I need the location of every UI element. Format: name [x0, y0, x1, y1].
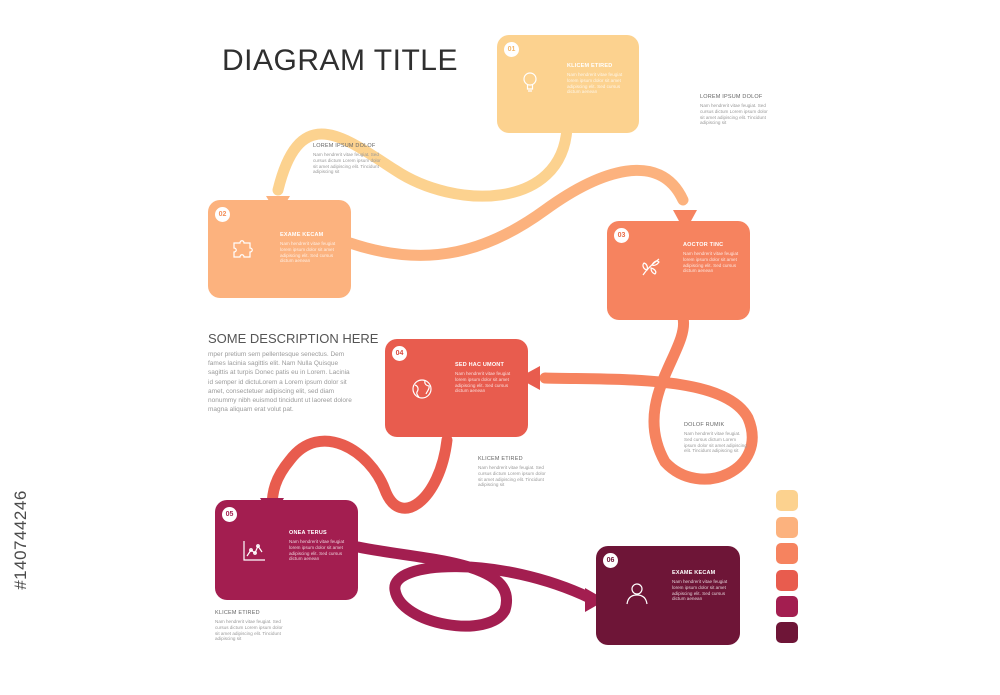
note-title: LOREM IPSUM DOLOF [700, 94, 763, 100]
step-box-06: 06 EXAME KECAM Nam hendrerit vitae feugi… [596, 546, 740, 645]
connector-01-02 [272, 122, 573, 202]
step-number: 04 [392, 346, 407, 361]
note-title: LOREM IPSUM DOLOF [313, 143, 376, 149]
step-title: EXAME KECAM [280, 232, 324, 238]
description-text: mper pretium sem pellentesque senectus. … [208, 351, 352, 414]
note-text: Nam hendrerit vitae feugiat. Sed cursus … [684, 431, 747, 454]
lightbulb-icon [515, 67, 545, 97]
description-title: SOME DESCRIPTION HERE [208, 331, 379, 346]
swatch-4 [776, 570, 798, 591]
note-text: Nam hendrerit vitae feugiat. Sed cursus … [478, 465, 546, 488]
note-title: DOLOF RUMIK [684, 422, 725, 428]
note-2: LOREM IPSUM DOLOF Nam hendrerit vitae fe… [313, 143, 383, 175]
swatch-1 [776, 490, 798, 511]
step-box-02: 02 EXAME KECAM Nam hendrerit vitae feugi… [208, 200, 351, 298]
arrowhead-06 [585, 588, 606, 612]
swatch-3 [776, 543, 798, 564]
arrowhead-04 [518, 366, 540, 390]
puzzle-icon [228, 234, 258, 264]
connector-04-05 [266, 434, 453, 514]
step-text: Nam hendrerit vitae feugiat lorem ipsum … [289, 539, 345, 562]
user-icon [622, 578, 652, 608]
step-text: Nam hendrerit vitae feugiat lorem ipsum … [455, 371, 511, 394]
step-title: KLICEM ETIRED [567, 63, 613, 69]
step-title: SED HAC UMONT [455, 362, 505, 368]
step-text: Nam hendrerit vitae feugiat lorem ipsum … [683, 251, 739, 274]
note-text: Nam hendrerit vitae feugiat. Sed cursus … [215, 619, 283, 642]
connector-05-06 [352, 541, 596, 632]
step-number: 05 [222, 507, 237, 522]
step-number: 01 [504, 42, 519, 57]
note-title: KLICEM ETIRED [215, 610, 260, 616]
chart-icon [239, 536, 269, 566]
step-title: AOCTOR TINC [683, 242, 724, 248]
step-number: 03 [614, 228, 629, 243]
step-box-01: 01 KLICEM ETIRED Nam hendrerit vitae feu… [497, 35, 639, 133]
globe-icon [407, 374, 437, 404]
diagram-title: DIAGRAM TITLE [222, 44, 458, 77]
note-3: DOLOF RUMIK Nam hendrerit vitae feugiat.… [684, 422, 748, 454]
step-text: Nam hendrerit vitae feugiat lorem ipsum … [567, 72, 623, 95]
step-number: 06 [603, 553, 618, 568]
step-box-05: 05 ONEA TERUS Nam hendrerit vitae feugia… [215, 500, 358, 600]
swatch-2 [776, 517, 798, 538]
step-text: Nam hendrerit vitae feugiat lorem ipsum … [280, 241, 336, 264]
step-text: Nam hendrerit vitae feugiat lorem ipsum … [672, 579, 728, 602]
note-4: KLICEM ETIRED Nam hendrerit vitae feugia… [478, 456, 550, 488]
step-box-03: 03 AOCTOR TINC Nam hendrerit vitae feugi… [607, 221, 750, 320]
note-5: KLICEM ETIRED Nam hendrerit vitae feugia… [215, 610, 287, 642]
swatch-6 [776, 622, 798, 643]
step-title: ONEA TERUS [289, 530, 327, 536]
note-title: KLICEM ETIRED [478, 456, 523, 462]
image-id-watermark: #140744246 [2, 445, 40, 635]
image-id-text: #140744246 [11, 490, 30, 590]
note-1: LOREM IPSUM DOLOF Nam hendrerit vitae fe… [700, 94, 770, 126]
swatch-5 [776, 596, 798, 617]
connector-02-03 [344, 164, 689, 261]
step-number: 02 [215, 207, 230, 222]
note-text: Nam hendrerit vitae feugiat. Sed cursus … [313, 152, 381, 175]
step-box-04: 04 SED HAC UMONT Nam hendrerit vitae feu… [385, 339, 528, 437]
connector-03-04 [539, 312, 758, 485]
note-text: Nam hendrerit vitae feugiat. Sed cursus … [700, 103, 768, 126]
step-title: EXAME KECAM [672, 570, 716, 576]
leaves-icon [635, 251, 665, 281]
